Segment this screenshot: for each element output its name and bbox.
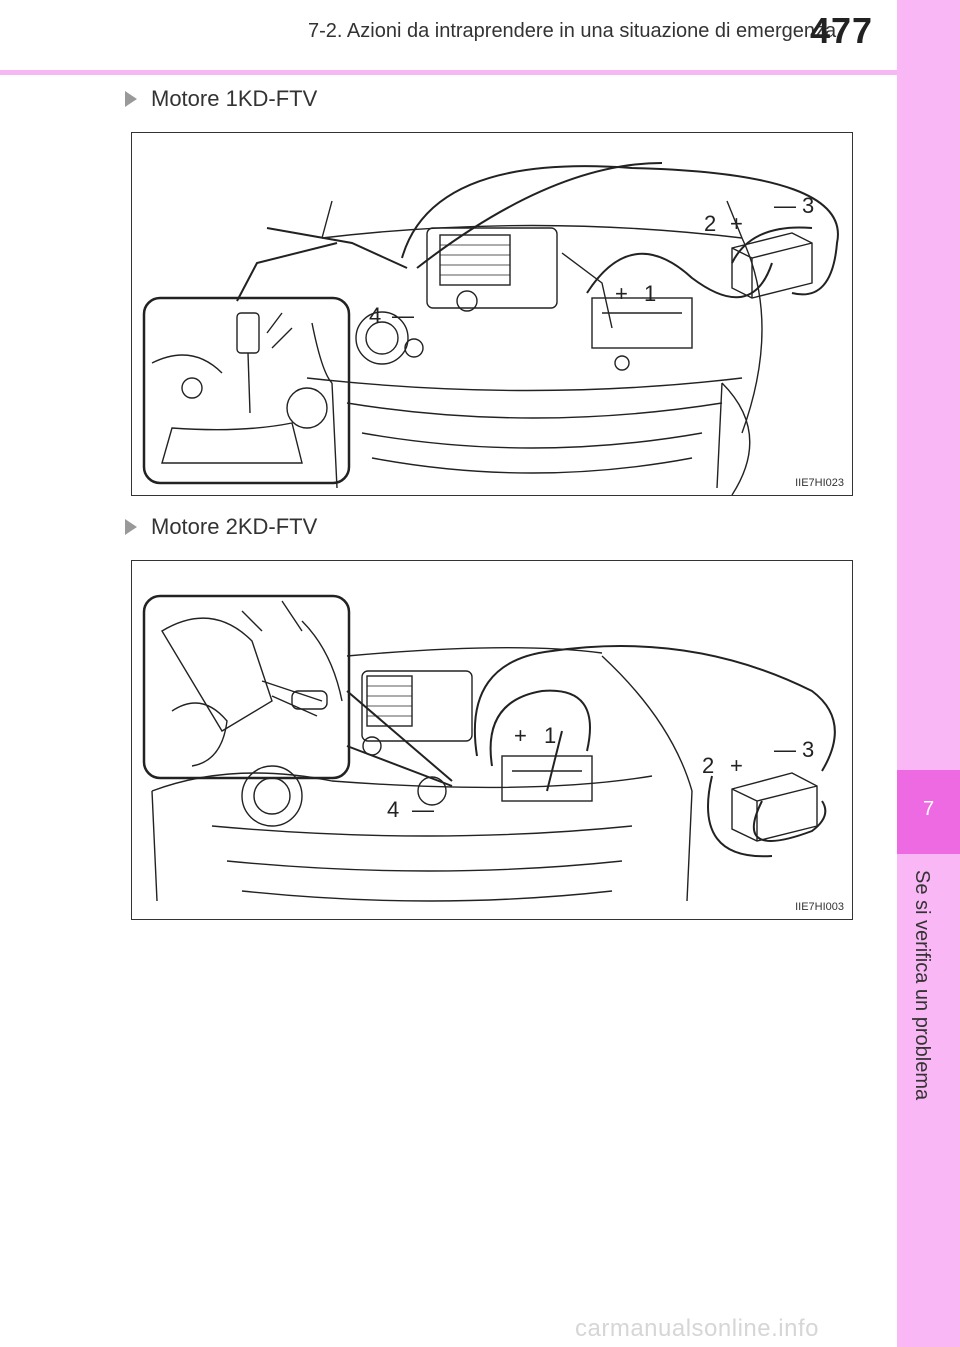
figure-1-code: IIE7HI023: [795, 477, 844, 489]
figure-2-illustration: 2 + — 3 + 1 4 — IIE7HI003: [131, 560, 853, 920]
bullet-triangle-icon: [125, 519, 137, 535]
callout-3: 3: [802, 737, 814, 762]
callout-3-sign: —: [774, 193, 796, 218]
section-title: 7-2. Azioni da intraprendere in una situ…: [308, 20, 836, 43]
chapter-title: Se si verifica un problema: [910, 870, 930, 1130]
callout-1: 1: [544, 723, 556, 748]
callout-3: 3: [802, 193, 814, 218]
callout-4-sign: —: [392, 303, 414, 328]
figure-2-code: IIE7HI003: [795, 901, 844, 913]
callout-4: 4: [387, 797, 399, 822]
figure-2-caption-text: Motore 2KD-FTV: [151, 514, 317, 540]
callout-4-sign: —: [412, 797, 434, 822]
figure-1-caption: Motore 1KD-FTV: [125, 86, 317, 112]
chapter-side-tab: [897, 0, 960, 1347]
callout-4: 4: [369, 303, 381, 328]
page-header: 7-2. Azioni da intraprendere in una situ…: [0, 0, 897, 76]
callout-3-sign: —: [774, 737, 796, 762]
chapter-number: 7: [897, 798, 960, 821]
page-number: 477: [810, 10, 873, 52]
chapter-title-text: Se si verifica un problema: [910, 870, 933, 1100]
bullet-triangle-icon: [125, 91, 137, 107]
callout-1: 1: [644, 281, 656, 306]
callout-1-sign: +: [615, 281, 628, 306]
callout-2-sign: +: [730, 753, 743, 778]
engine-2kd-ftv-drawing: 2 + — 3 + 1 4 —: [132, 561, 852, 919]
header-rule: [0, 70, 897, 75]
chapter-number-box: 7: [897, 770, 960, 854]
callout-1-sign: +: [514, 723, 527, 748]
engine-1kd-ftv-drawing: 2 + — 3 + 1 4 —: [132, 133, 852, 495]
watermark: carmanualsonline.info: [575, 1315, 819, 1343]
callout-2: 2: [704, 211, 716, 236]
callout-2-sign: +: [730, 211, 743, 236]
figure-2-caption: Motore 2KD-FTV: [125, 514, 317, 540]
figure-1-illustration: 2 + — 3 + 1 4 — IIE7HI023: [131, 132, 853, 496]
callout-2: 2: [702, 753, 714, 778]
figure-1-caption-text: Motore 1KD-FTV: [151, 86, 317, 112]
